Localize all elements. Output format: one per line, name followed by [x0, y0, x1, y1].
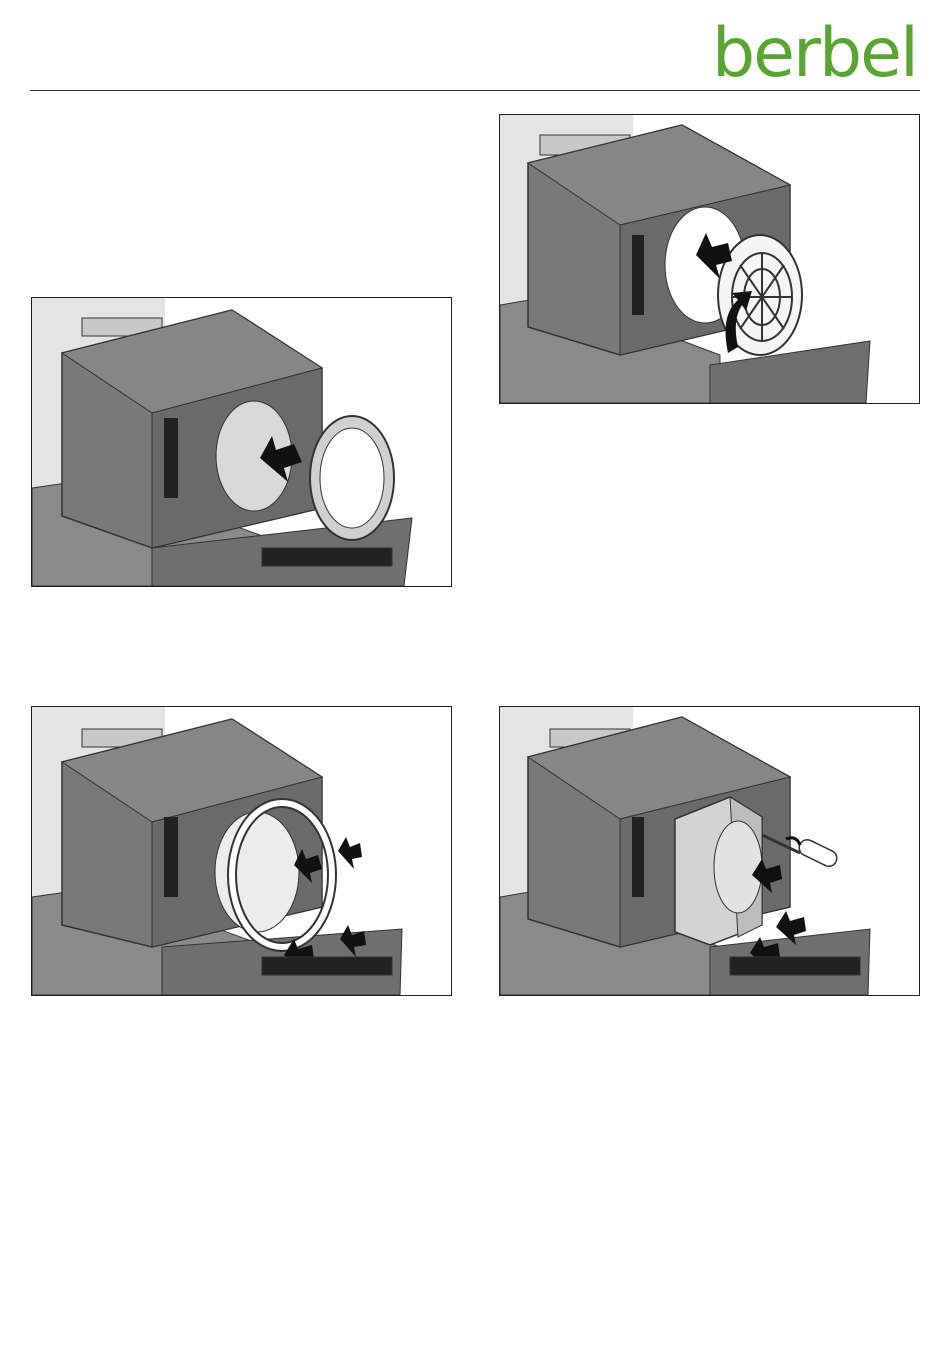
berbel-logo: berbel	[712, 22, 924, 86]
illustration-4	[500, 707, 919, 995]
header-rule	[30, 90, 920, 91]
illustration-2	[500, 115, 919, 403]
figure-screw-ring	[31, 706, 452, 996]
screw-arrow-2	[338, 837, 362, 869]
illustration-3	[32, 707, 451, 995]
figure-mount-adapter	[499, 706, 920, 996]
figure-rotate-grille	[499, 114, 920, 404]
illustration-1	[32, 298, 451, 586]
figure-attach-ring	[31, 297, 452, 587]
